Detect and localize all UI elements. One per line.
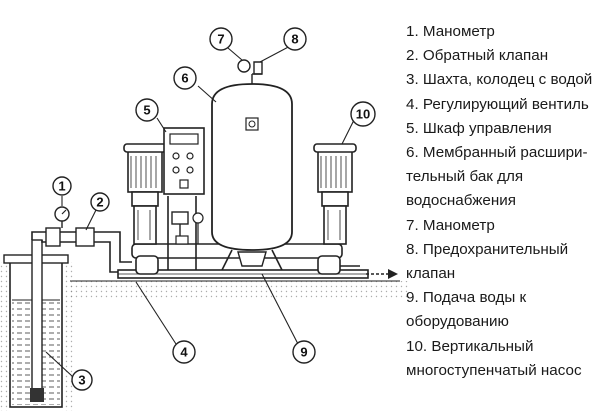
callout-4: 4 [172, 340, 196, 364]
legend-line: 7. Манометр [406, 216, 495, 234]
leader-lines [45, 43, 356, 377]
inlet-pipe [31, 227, 132, 273]
right-pump [313, 143, 357, 245]
legend-line: клапан [406, 265, 456, 283]
legend-line: 4. Регулирующий вентиль [406, 95, 589, 113]
legend-line: тельный бак для [406, 168, 524, 186]
legend-line: оборудованию [406, 313, 509, 331]
legend-line: 6. Мембранный расшири- [406, 144, 588, 162]
legend-line: водоснабжения [406, 192, 516, 210]
callout-4-label: 4 [180, 345, 188, 360]
callout-7: 7 [209, 27, 233, 51]
legend-line: 3. Шахта, колодец с водой [406, 71, 593, 89]
callout-6-label: 6 [181, 71, 188, 86]
legend-line: 8. Предохранительный [406, 240, 569, 258]
manometer-7 [237, 59, 251, 73]
callout-2-label: 2 [96, 195, 103, 210]
callout-8: 8 [283, 27, 307, 51]
well-shaft [3, 239, 69, 408]
callout-10: 10 [350, 101, 376, 127]
legend-line: многоступенчатый насос [406, 361, 582, 379]
callout-2: 2 [90, 192, 110, 212]
callout-5: 5 [135, 98, 159, 122]
callout-1: 1 [52, 176, 72, 196]
safety-valve-8 [252, 61, 263, 75]
callout-3-label: 3 [78, 373, 85, 388]
legend-line: 2. Обратный клапан [406, 47, 549, 65]
callout-3: 3 [71, 369, 93, 391]
legend-line: 5. Шкаф управления [406, 119, 552, 137]
callout-5-label: 5 [143, 103, 150, 118]
control-cabinet [163, 127, 205, 270]
callout-9-label: 9 [300, 345, 307, 360]
left-pump [123, 143, 167, 245]
legend: 1. Манометр 2. Обратный клапан 3. Шахта,… [406, 20, 598, 383]
legend-line: 10. Вертикальный [406, 337, 534, 355]
legend-line: 1. Манометр [406, 23, 495, 40]
callout-8-label: 8 [291, 32, 298, 47]
ground [0, 262, 410, 411]
callout-10-label: 10 [356, 107, 370, 122]
outlet-arrow [366, 269, 398, 279]
callout-1-label: 1 [58, 179, 65, 194]
legend-line: 9. Подача воды к [406, 289, 527, 307]
callout-6: 6 [173, 66, 197, 90]
membrane-tank [211, 74, 293, 271]
callout-9: 9 [292, 340, 316, 364]
manometer-1 [54, 206, 70, 228]
regulating-valve [171, 211, 204, 245]
header-pipe [131, 243, 360, 275]
callout-7-label: 7 [217, 32, 224, 47]
